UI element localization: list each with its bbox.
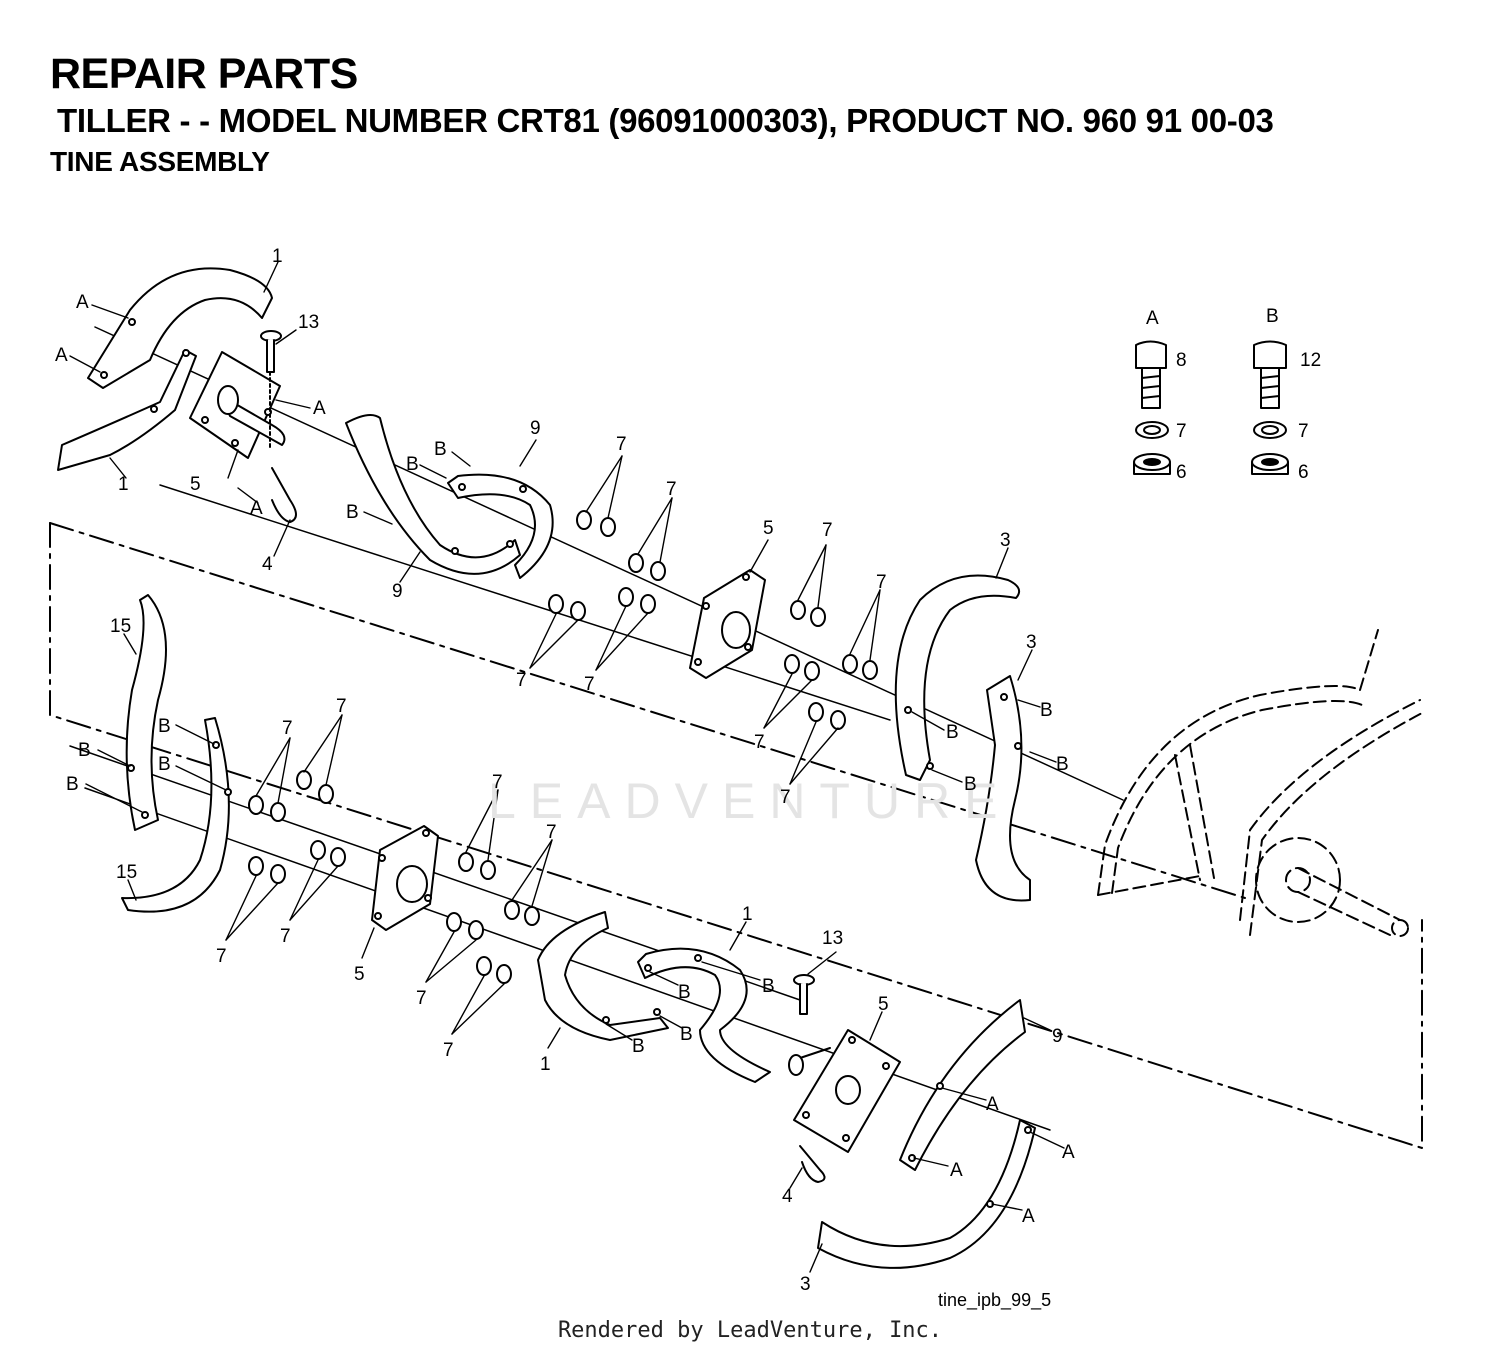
legend-b-washer: 7: [1298, 421, 1309, 442]
callout-5-a: 5: [190, 474, 201, 495]
leader-lines: [69, 261, 1065, 1273]
hardware-legend-a: [1133, 340, 1171, 475]
figure-id: tine_ipb_99_5: [938, 1290, 1051, 1311]
callout-3-a: 3: [1000, 530, 1011, 551]
callout-b-8: B: [158, 716, 171, 737]
hardware-legend-b: [1251, 340, 1289, 475]
callout-a-6: A: [1062, 1142, 1075, 1163]
callout-7-h: 7: [780, 787, 791, 808]
tine-part-1-upper: [57, 267, 273, 471]
footer-credit: Rendered by LeadVenture, Inc.: [557, 1318, 943, 1343]
callout-7-d: 7: [584, 674, 595, 695]
callout-a-3: A: [313, 398, 326, 419]
legend-b-nut: 6: [1298, 462, 1309, 483]
section-outline: [49, 522, 1423, 1149]
callout-9-a: 9: [530, 418, 541, 439]
callout-15-b: 15: [116, 862, 137, 883]
callout-4-b: 4: [782, 1186, 793, 1207]
callout-1-d: 1: [540, 1054, 551, 1075]
callout-a-2: A: [55, 345, 68, 366]
tine-part-15-lower: [121, 594, 232, 913]
callout-7-j: 7: [336, 696, 347, 717]
callout-7-n: 7: [546, 822, 557, 843]
callout-a-4: A: [250, 498, 263, 519]
callout-1-b: 1: [118, 474, 129, 495]
legend-a-bolt: 8: [1176, 350, 1187, 371]
legend-b-label: B: [1266, 306, 1279, 327]
legend-a-label: A: [1146, 308, 1159, 329]
callout-7-g: 7: [754, 732, 765, 753]
callout-b-1: B: [434, 439, 447, 460]
legend-b-bolt: 12: [1300, 350, 1321, 371]
legend-a-washer: 7: [1176, 421, 1187, 442]
tiller-body-outline: [1097, 629, 1425, 937]
callout-4-a: 4: [262, 554, 273, 575]
callout-9-c: 9: [1052, 1026, 1063, 1047]
clevis-pin-part-13-lower: [793, 974, 826, 1183]
callout-9-b: 9: [392, 581, 403, 602]
callout-13-b: 13: [822, 928, 843, 949]
callout-5-c: 5: [354, 964, 365, 985]
tine-part-3-upper: [894, 574, 1031, 902]
callout-7-k: 7: [216, 946, 227, 967]
callout-b-5: B: [946, 722, 959, 743]
callout-b-12: B: [678, 982, 691, 1003]
callout-13-a: 13: [298, 312, 319, 333]
hub-flange-part-5-lower-right: [788, 1029, 901, 1153]
callout-b-6: B: [1056, 754, 1069, 775]
callout-b-9: B: [78, 740, 91, 761]
callout-b-15: B: [680, 1024, 693, 1045]
tine-part-1-lower: [537, 911, 771, 1083]
callout-5-d: 5: [878, 994, 889, 1015]
callout-3-c: 3: [800, 1274, 811, 1295]
page-title: REPAIR PARTS: [50, 50, 358, 98]
callout-3-b: 3: [1026, 632, 1037, 653]
spring-washers-part-7-lower: [248, 770, 540, 984]
callout-7-f: 7: [876, 572, 887, 593]
callout-b-13: B: [762, 976, 775, 997]
callout-7-m: 7: [492, 772, 503, 793]
callout-a-7: A: [950, 1160, 963, 1181]
callout-b-14: B: [632, 1036, 645, 1057]
hub-flange-part-5-upper: [189, 351, 286, 459]
callout-7-a: 7: [616, 434, 627, 455]
callout-b-10: B: [158, 754, 171, 775]
clevis-pin-part-13-upper: [260, 330, 297, 523]
callout-b-2: B: [406, 454, 419, 475]
callout-7-p: 7: [443, 1040, 454, 1061]
section-title: TINE ASSEMBLY: [50, 146, 270, 177]
tine-part-3-lower: [817, 1119, 1036, 1269]
callout-1-a: 1: [272, 246, 283, 267]
callout-b-7: B: [964, 774, 977, 795]
callout-7-i: 7: [282, 718, 293, 739]
callout-7-c: 7: [516, 670, 527, 691]
model-line: TILLER - - MODEL NUMBER CRT81 (960910003…: [57, 102, 1274, 139]
spring-washers-part-7-upper: [548, 510, 878, 730]
callout-7-b: 7: [666, 479, 677, 500]
hardware-legend-labels: A 8 7 6 B 12 7 6: [1146, 306, 1321, 483]
callout-a-8: A: [1022, 1206, 1035, 1227]
callout-b-11: B: [66, 774, 79, 795]
callout-7-o: 7: [416, 988, 427, 1009]
callout-b-3: B: [346, 502, 359, 523]
callout-a-5: A: [986, 1094, 999, 1115]
callout-5-b: 5: [763, 518, 774, 539]
section-outline-top: [49, 522, 1246, 899]
callout-b-4: B: [1040, 700, 1053, 721]
tine-part-9-lower: [899, 999, 1026, 1171]
callout-a-1: A: [76, 292, 89, 313]
tine-part-9-upper: [345, 413, 554, 579]
hub-flange-part-5-center-lower: [371, 825, 439, 931]
hub-flange-part-5-center-upper: [689, 569, 766, 679]
callout-7-l: 7: [280, 926, 291, 947]
callout-15-a: 15: [110, 616, 131, 637]
callout-1-c: 1: [742, 904, 753, 925]
callout-labels: 1 A 13 A A 1 5 A 4 9 B B B 9 7 7 7 7 5 7…: [55, 246, 1075, 1295]
legend-a-nut: 6: [1176, 462, 1187, 483]
callout-7-e: 7: [822, 520, 833, 541]
watermark: LEADVENTURE: [488, 773, 1012, 829]
